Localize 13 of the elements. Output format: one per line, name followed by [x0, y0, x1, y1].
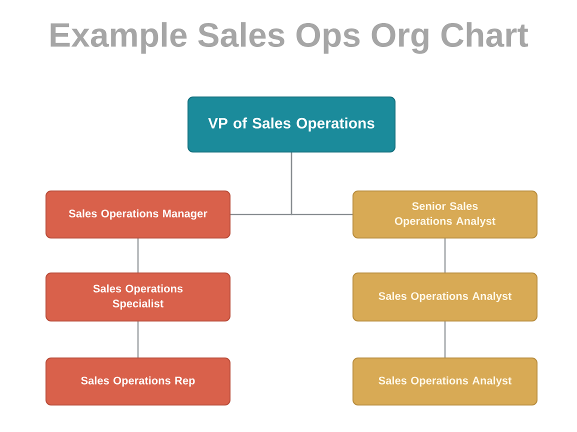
role-box: Senior Sales Operations Analyst — [352, 190, 538, 238]
role-box: Sales Operations Specialist — [46, 272, 230, 322]
role-box: Sales Operations Manager — [46, 190, 230, 238]
executive-box: VP of Sales Operations — [188, 96, 396, 152]
connector-line — [444, 238, 446, 272]
role-box: Sales Operations Rep — [46, 358, 230, 406]
connector-line — [290, 152, 352, 216]
connector-line — [444, 322, 446, 358]
role-box: Sales Operations Analyst — [352, 272, 538, 322]
connector-line — [137, 238, 139, 272]
role-box: Sales Operations Analyst — [352, 358, 538, 406]
connector-line — [137, 322, 139, 358]
title: Example Sales Ops Org Chart — [50, 22, 528, 54]
